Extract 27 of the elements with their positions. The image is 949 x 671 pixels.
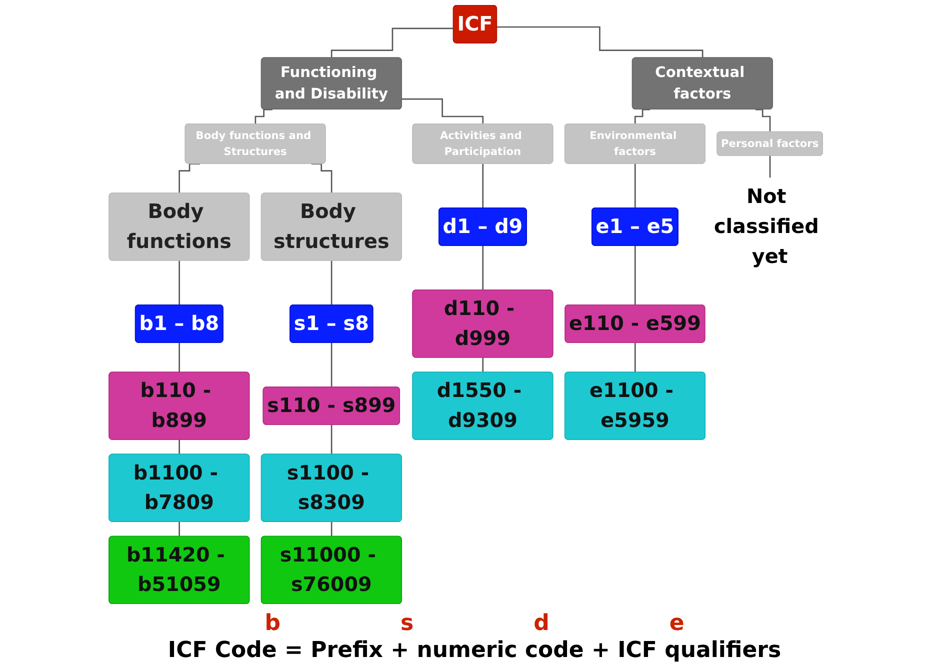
formula-text: ICF Code = Prefix + numeric code + ICF qualifiers (168, 638, 782, 663)
connector (497, 26, 704, 59)
connector (634, 342, 636, 374)
connector (482, 357, 484, 374)
connector (330, 521, 332, 538)
connector (769, 155, 771, 180)
connector (178, 260, 180, 306)
node-text: Not classified yet (714, 185, 819, 268)
connector (634, 245, 636, 306)
connector (330, 424, 332, 456)
connector (178, 439, 180, 456)
connector (330, 342, 332, 388)
connector (330, 260, 332, 306)
connector (178, 342, 180, 374)
connector (178, 521, 180, 538)
connector (482, 163, 484, 209)
connector (634, 108, 650, 125)
prefix-letter: s (400, 611, 414, 636)
connector (330, 28, 454, 59)
connector (755, 108, 771, 133)
prefix-letter: e (669, 611, 684, 636)
connector (402, 98, 484, 125)
prefix-letter: d (534, 611, 550, 636)
connector (254, 108, 272, 125)
connector (634, 163, 636, 209)
prefix-letter: b (264, 611, 280, 636)
connector (482, 245, 484, 291)
